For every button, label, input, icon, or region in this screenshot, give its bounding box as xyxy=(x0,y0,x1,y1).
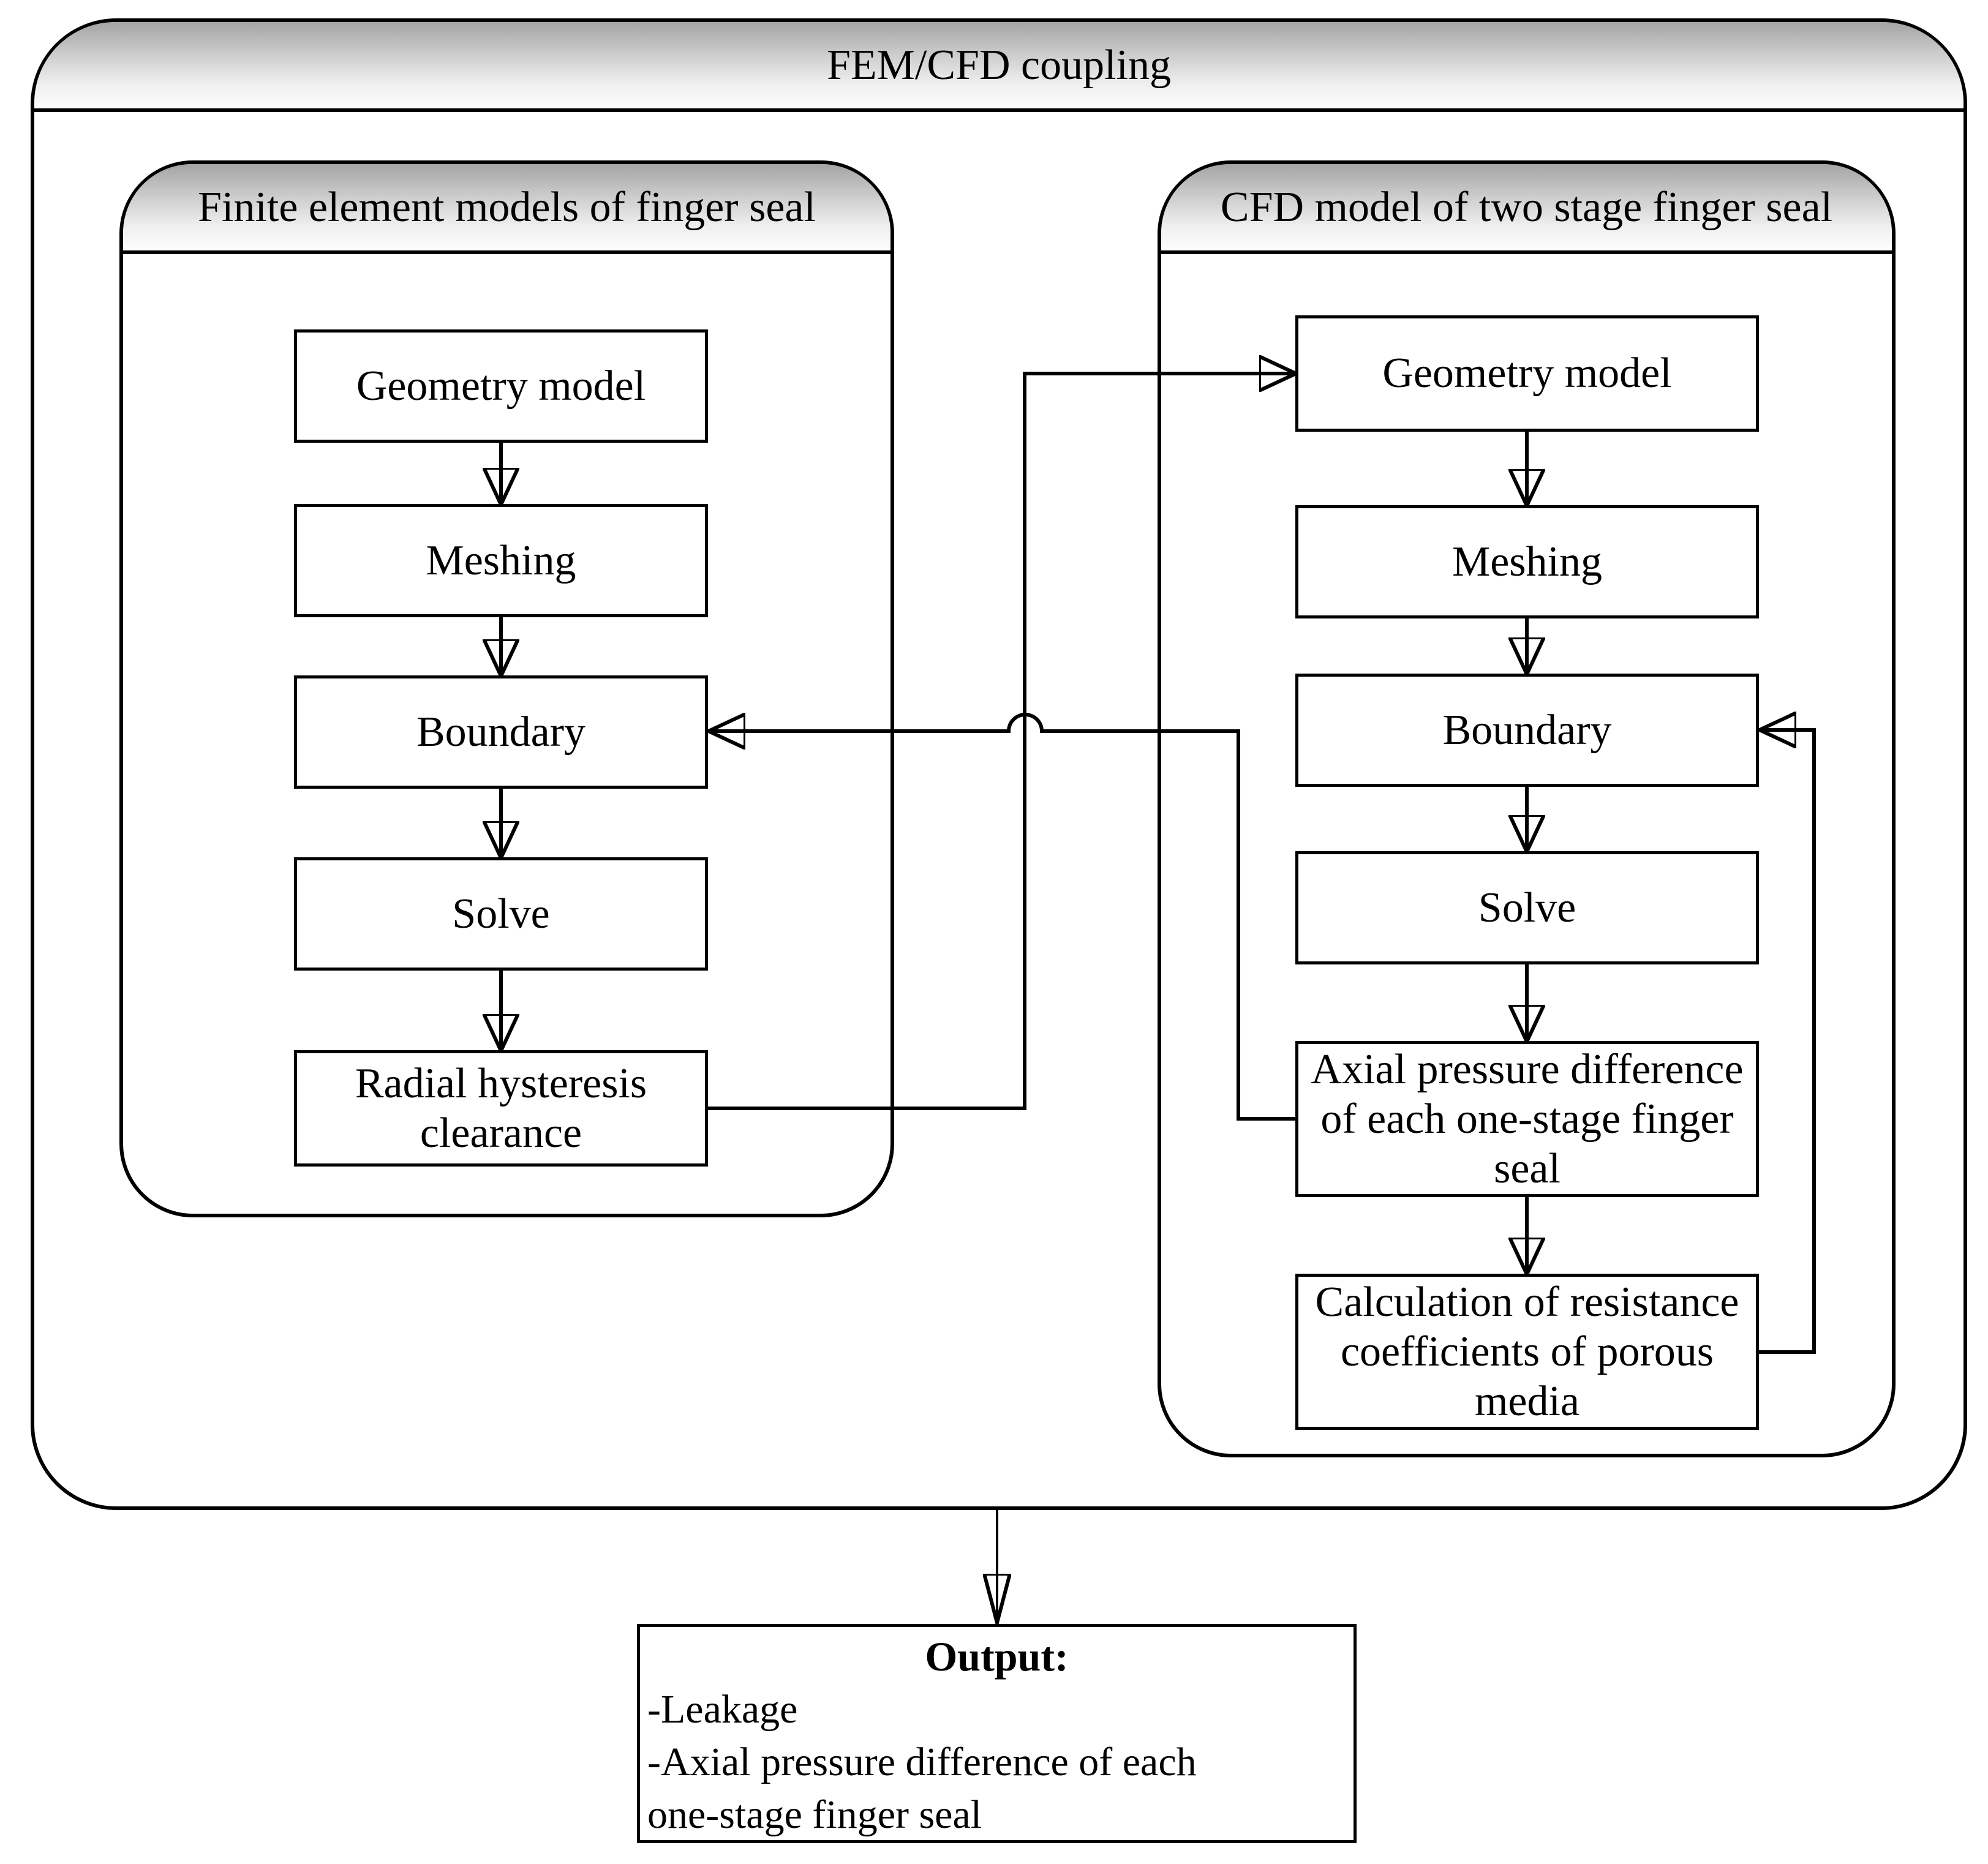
fem-panel-title: Finite element models of finger seal xyxy=(198,183,816,231)
panel-finite-element-models: Finite element models of finger seal xyxy=(119,160,894,1217)
fem-box-boundary: Boundary xyxy=(294,675,708,789)
cfd-box-boundary: Boundary xyxy=(1295,674,1759,787)
fem-panel-title-band: Finite element models of finger seal xyxy=(123,164,890,254)
fem-box-radial-hysteresis-clearance: Radial hysteresis clearance xyxy=(294,1050,708,1167)
cfd-box-geometry-model: Geometry model xyxy=(1295,315,1759,432)
output-line-axial-pressure: -Axial pressure difference of each xyxy=(647,1740,1197,1785)
fem-box-meshing: Meshing xyxy=(294,504,708,617)
output-box: Output: -Leakage -Axial pressure differe… xyxy=(637,1624,1357,1843)
fem-box-geometry-model: Geometry model xyxy=(294,329,708,443)
output-line-leakage: -Leakage xyxy=(647,1687,798,1732)
outer-panel-fem-cfd-coupling: FEM/CFD coupling xyxy=(31,18,1967,1510)
fem-box-solve: Solve xyxy=(294,857,708,971)
cfd-box-axial-pressure-difference: Axial pressure difference of each one-st… xyxy=(1295,1041,1759,1197)
output-title: Output: xyxy=(925,1633,1069,1680)
cfd-box-solve: Solve xyxy=(1295,851,1759,964)
cfd-panel-title-band: CFD model of two stage finger seal xyxy=(1161,164,1892,254)
output-line-one-stage: one-stage finger seal xyxy=(647,1792,982,1837)
cfd-box-meshing: Meshing xyxy=(1295,505,1759,618)
outer-title-band: FEM/CFD coupling xyxy=(34,22,1964,112)
cfd-panel-title: CFD model of two stage finger seal xyxy=(1220,183,1833,231)
diagram-title: FEM/CFD coupling xyxy=(826,41,1172,89)
cfd-box-resistance-coefficients: Calculation of resistance coefficients o… xyxy=(1295,1274,1759,1430)
